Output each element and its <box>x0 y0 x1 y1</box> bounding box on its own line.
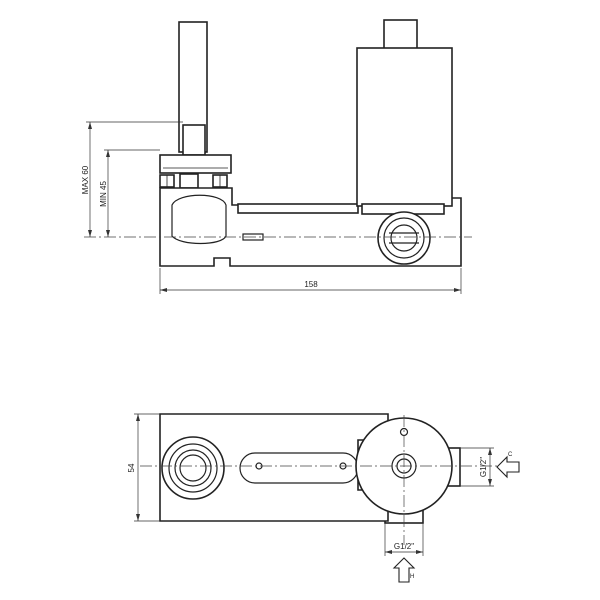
side-spindle-collar <box>182 124 206 156</box>
side-flange <box>159 154 232 174</box>
side-body-cavity <box>171 194 227 245</box>
top-boss-bore <box>179 454 207 482</box>
h-connection-size: G1/2" <box>394 542 414 551</box>
cold-inlet-label: C <box>508 452 513 458</box>
top-width-dimension: 54 <box>127 413 160 522</box>
side-slot <box>242 233 264 241</box>
width-label: 54 <box>127 463 136 472</box>
min-height-label: MIN 45 <box>99 181 108 207</box>
side-fitting-inner <box>383 217 425 259</box>
side-cartridge-cap <box>383 19 418 51</box>
h-connection-dimension: G1/2" <box>384 523 424 556</box>
side-platform <box>237 203 359 214</box>
side-nut-center <box>179 173 199 189</box>
hot-inlet-arrow-icon <box>392 557 416 583</box>
top-boss-ring <box>168 443 218 493</box>
c-connection-size: G1/2" <box>479 457 488 477</box>
top-boss-outer <box>161 436 225 500</box>
cold-inlet-arrow-icon <box>496 455 520 479</box>
side-view: MAX 60 MIN 45 158 <box>81 19 472 294</box>
side-fitting-outer <box>377 211 431 265</box>
top-boss-ring-2 <box>174 449 212 487</box>
c-connection-dimension: G1/2" <box>460 447 494 487</box>
side-fitting-bore <box>390 224 418 252</box>
side-height-dimensions: MAX 60 MIN 45 <box>81 121 183 237</box>
side-cartridge-box <box>356 47 453 207</box>
length-label: 158 <box>304 280 318 289</box>
top-view: 54 G1/2" C G1/2" H <box>127 413 520 583</box>
max-height-label: MAX 60 <box>81 165 90 194</box>
side-length-dimension: 158 <box>159 268 462 294</box>
hot-inlet-label: H <box>410 574 414 580</box>
